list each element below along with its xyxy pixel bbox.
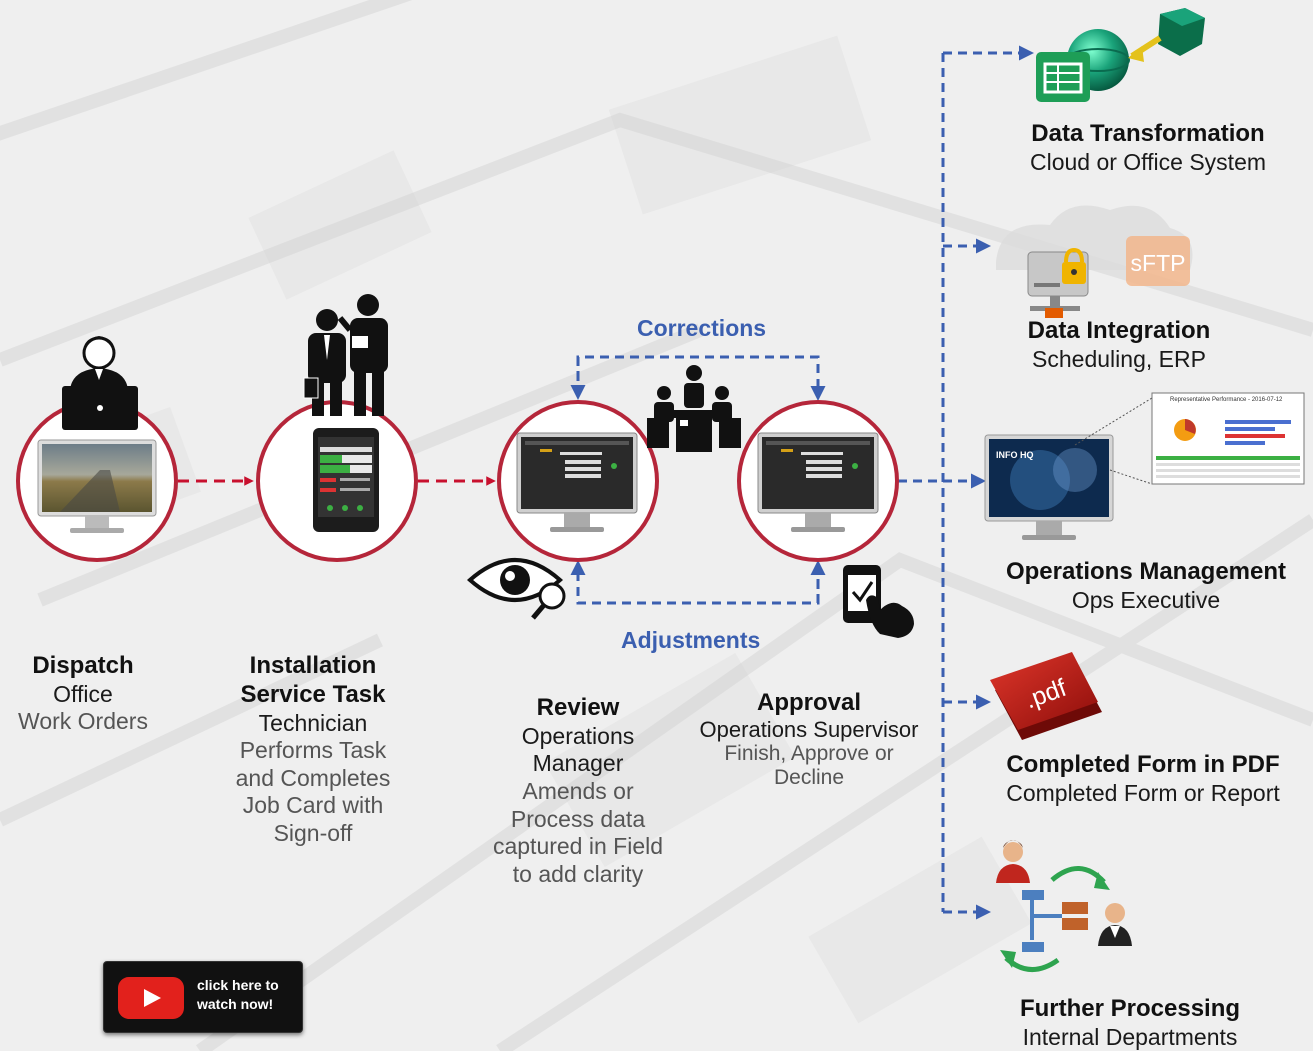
installation-stage-icon bbox=[256, 294, 418, 562]
watch-video-line-2: watch now! bbox=[197, 996, 274, 1012]
youtube-play-icon bbox=[118, 977, 184, 1019]
review-label: Review Operations Manager Amends or Proc… bbox=[470, 694, 686, 888]
completed-form-subtitle: Completed Form or Report bbox=[1006, 779, 1280, 806]
dispatch-label: Dispatch Office Work Orders bbox=[0, 652, 166, 736]
review-subtitle-2: Manager bbox=[532, 750, 624, 777]
installation-detail-line: Sign-off bbox=[273, 819, 353, 846]
data-transformation-title: Data Transformation bbox=[1031, 120, 1265, 147]
further-processing-title: Further Processing bbox=[1019, 995, 1241, 1022]
data-integration-label: Data Integration Scheduling, ERP bbox=[985, 317, 1253, 373]
installation-detail-line: and Completes bbox=[235, 764, 391, 791]
operations-management-icon: INFO HQ Representative Performance - 201… bbox=[984, 392, 1305, 540]
installation-detail-line: Performs Task bbox=[239, 737, 387, 764]
adjustments-label: Adjustments bbox=[621, 627, 761, 653]
approval-subtitle: Operations Supervisor bbox=[699, 716, 919, 742]
dispatch-subtitle: Office bbox=[53, 680, 113, 707]
info-hq-text: INFO HQ bbox=[996, 450, 1034, 460]
corrections-label: Corrections bbox=[637, 315, 767, 341]
review-title: Review bbox=[536, 694, 620, 721]
sftp-text: sFTP bbox=[1131, 250, 1186, 276]
pdf-file-icon: .pdf bbox=[990, 652, 1102, 740]
review-detail-line: captured in Field bbox=[492, 833, 664, 860]
output-distribution-arrows bbox=[898, 45, 1034, 920]
data-transformation-icon bbox=[1036, 8, 1205, 102]
operations-management-subtitle: Ops Executive bbox=[1071, 586, 1221, 613]
adjustments-loop-arrow bbox=[570, 560, 826, 605]
further-processing-subtitle: Internal Departments bbox=[1022, 1023, 1238, 1050]
installation-title-2: Service Task bbox=[240, 680, 386, 708]
report-title-text: Representative Performance - 2016-07-12 bbox=[1170, 397, 1283, 403]
completed-form-title: Completed Form in PDF bbox=[1006, 751, 1280, 778]
approval-label: Approval Operations Supervisor Finish, A… bbox=[686, 689, 932, 790]
dispatch-title: Dispatch bbox=[32, 652, 134, 679]
installation-subtitle: Technician bbox=[258, 709, 368, 736]
meeting-icon bbox=[647, 365, 741, 452]
corrections-loop-arrow bbox=[570, 355, 826, 401]
data-transformation-label: Data Transformation Cloud or Office Syst… bbox=[1000, 120, 1296, 176]
operations-management-label: Operations Management Ops Executive bbox=[990, 558, 1302, 614]
installation-label: Installation Service Task Technician Per… bbox=[212, 652, 414, 848]
review-subtitle: Operations bbox=[521, 722, 635, 749]
eye-magnifier-icon bbox=[466, 558, 566, 620]
dispatch-detail-line: Work Orders bbox=[18, 708, 148, 735]
approval-detail-line: Finish, Approve or bbox=[724, 741, 894, 765]
approval-stage-icon bbox=[737, 400, 899, 562]
watch-video-text: click here to watch now! bbox=[197, 976, 297, 1014]
review-detail-line: to add clarity bbox=[512, 860, 644, 887]
data-integration-subtitle: Scheduling, ERP bbox=[1032, 345, 1206, 372]
data-transformation-subtitle: Cloud or Office System bbox=[1029, 148, 1267, 175]
installation-title: Installation bbox=[249, 652, 377, 679]
further-processing-icon bbox=[996, 840, 1132, 972]
tablet-tap-icon bbox=[843, 565, 914, 638]
data-integration-title: Data Integration bbox=[1027, 317, 1211, 344]
further-processing-label: Further Processing Internal Departments bbox=[996, 995, 1264, 1051]
installation-detail-line: Job Card with bbox=[242, 792, 384, 819]
completed-form-label: Completed Form in PDF Completed Form or … bbox=[984, 751, 1302, 807]
watch-video-line-1: click here to bbox=[197, 977, 279, 993]
review-detail-line: Amends or bbox=[522, 777, 634, 804]
approval-detail-line: Decline bbox=[773, 766, 845, 790]
dispatch-stage-icon bbox=[16, 336, 178, 562]
review-detail-line: Process data bbox=[510, 805, 646, 832]
data-integration-icon: sFTP bbox=[996, 205, 1193, 318]
watch-video-button[interactable]: click here to watch now! bbox=[103, 961, 303, 1033]
approval-title: Approval bbox=[756, 689, 861, 716]
review-stage-icon bbox=[497, 400, 659, 562]
operations-management-title: Operations Management bbox=[1005, 558, 1287, 585]
